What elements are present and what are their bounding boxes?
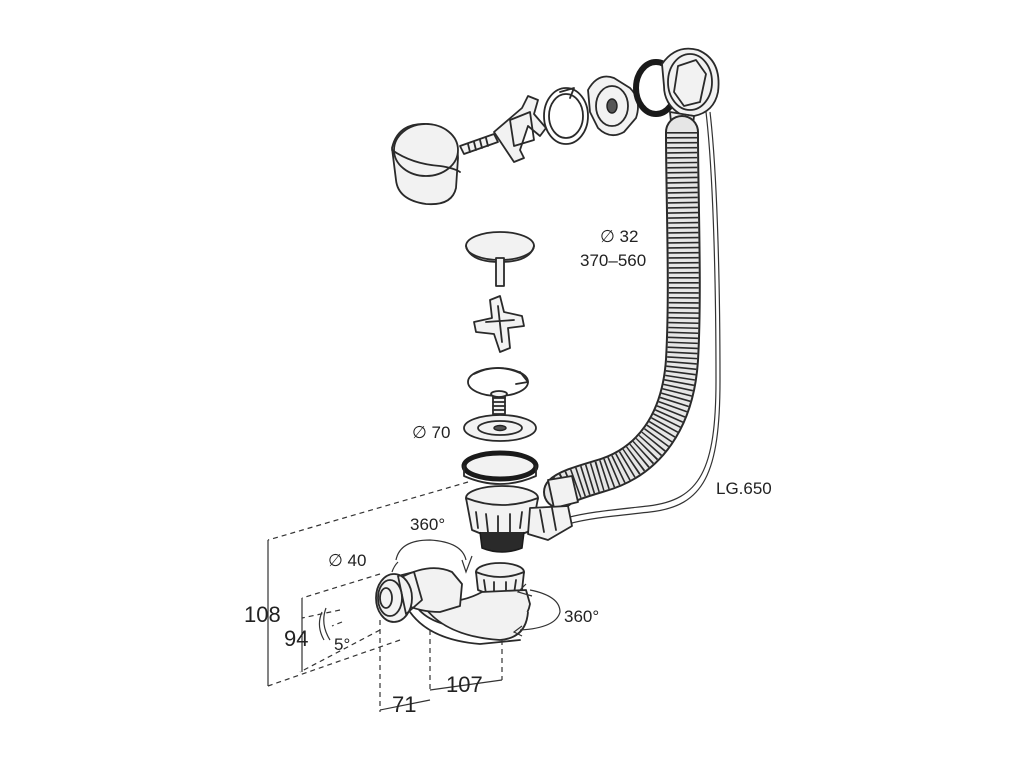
plug-cross-bracket (473, 295, 525, 353)
flexible-hose (543, 115, 701, 509)
bowden-cable (565, 111, 721, 525)
plug-disc (465, 231, 535, 287)
label-rotation-top: 360° (410, 515, 445, 534)
label-outlet-diameter: ∅ 40 (328, 551, 366, 570)
label-dim-height-outer: 108 (244, 602, 281, 627)
label-cable-length: LG.650 (716, 479, 772, 498)
label-dim-height-inner: 94 (284, 626, 308, 651)
label-dim-width-right: 107 (446, 672, 483, 697)
overflow-screw (459, 133, 499, 155)
label-tilt-angle: 5° (334, 635, 350, 654)
rotation-arrow-top (391, 539, 473, 574)
label-flange-diameter: ∅ 70 (412, 423, 450, 442)
label-rotation-right: 360° (564, 607, 599, 626)
plug-screw (490, 390, 508, 415)
label-dim-width-left: 71 (392, 692, 416, 717)
label-hose-length: 370–560 (580, 251, 646, 270)
label-hose-diameter: ∅ 32 (600, 227, 638, 246)
overflow-housing (587, 75, 639, 137)
dimension-lines (267, 481, 503, 712)
flange-gasket (461, 450, 539, 485)
overflow-cap (391, 123, 461, 206)
drain-body (465, 485, 573, 553)
drain-flange (463, 414, 537, 442)
trap-elbow-outlet (375, 567, 463, 623)
rotation-arrow-right (512, 583, 561, 637)
overflow-ring (543, 87, 589, 145)
overflow-cross-bracket (493, 95, 547, 163)
